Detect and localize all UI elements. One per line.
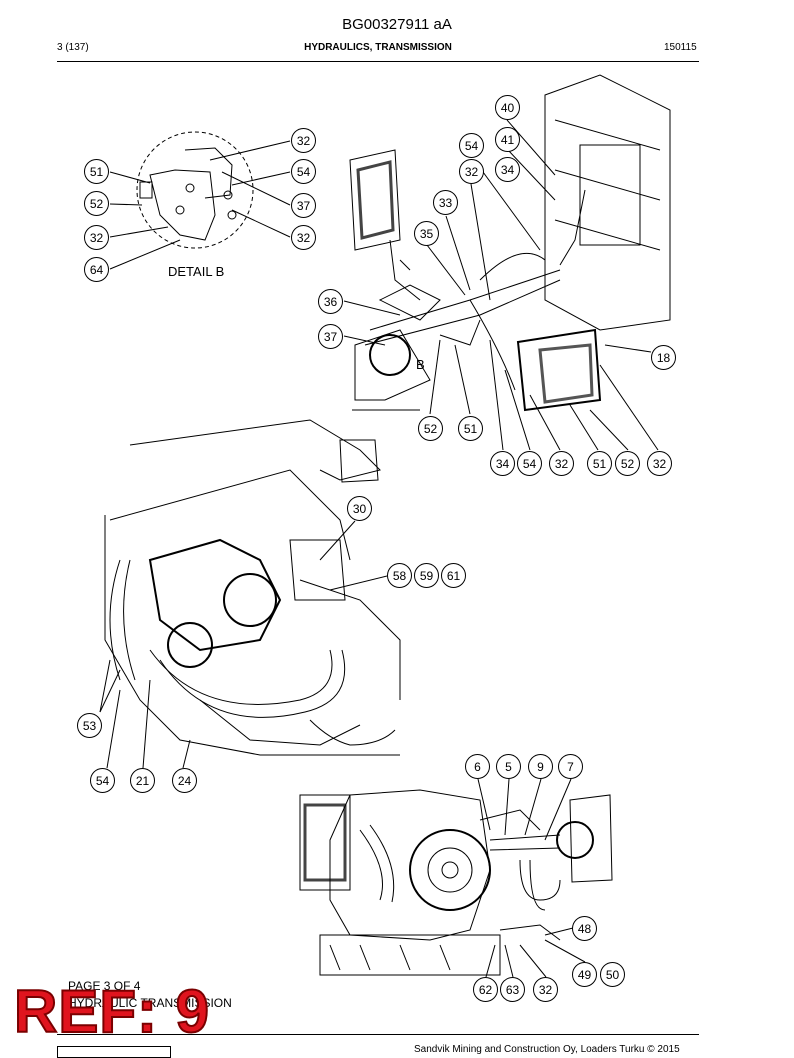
transmission-drawing — [299, 778, 613, 978]
date-code: 150115 — [664, 42, 697, 53]
callout-bubble: 51 — [458, 416, 483, 441]
callout-bubble: 32 — [549, 451, 574, 476]
callout-bubble: 34 — [495, 157, 520, 182]
callout-bubble: 52 — [615, 451, 640, 476]
callout-bubble: 50 — [600, 962, 625, 987]
callout-bubble: 54 — [459, 133, 484, 158]
callout-bubble: 59 — [414, 563, 439, 588]
callout-bubble: 32 — [291, 225, 316, 250]
callout-bubble: 52 — [418, 416, 443, 441]
callout-bubble: 32 — [84, 225, 109, 250]
callout-bubble: 7 — [558, 754, 583, 779]
callout-bubble: 40 — [495, 95, 520, 120]
callout-bubble: 30 — [347, 496, 372, 521]
callout-bubble: 51 — [84, 159, 109, 184]
callout-bubble: 18 — [651, 345, 676, 370]
callout-bubble: 35 — [414, 221, 439, 246]
callout-bubble: 52 — [84, 191, 109, 216]
section-title: HYDRAULICS, TRANSMISSION — [304, 42, 452, 53]
callout-bubble: 48 — [572, 916, 597, 941]
pump-assembly-drawing — [99, 419, 401, 769]
callout-bubble: 63 — [500, 977, 525, 1002]
detail-b-label: DETAIL B — [168, 264, 225, 279]
document-title: BG00327911 aA — [342, 16, 452, 33]
callout-bubble: 54 — [90, 768, 115, 793]
callout-bubble: 5 — [496, 754, 521, 779]
callout-bubble: 32 — [647, 451, 672, 476]
callout-bubble: 37 — [318, 324, 343, 349]
callout-bubble: 34 — [490, 451, 515, 476]
callout-bubble: 58 — [387, 563, 412, 588]
callout-bubble: 37 — [291, 193, 316, 218]
footer-logo-box — [57, 1046, 171, 1058]
callout-bubble: 33 — [433, 190, 458, 215]
reference-stamp: REF: 9 — [13, 978, 211, 1045]
header-rule — [57, 61, 699, 62]
callout-bubble: 24 — [172, 768, 197, 793]
cooler-assembly-drawing — [343, 74, 671, 451]
page-subtitle: HYDRAULIC TRANSMISSION — [68, 996, 232, 1010]
callout-bubble: 54 — [517, 451, 542, 476]
detail-b-drawing — [109, 131, 291, 270]
callout-bubble: 32 — [291, 128, 316, 153]
callout-bubble: 36 — [318, 289, 343, 314]
callout-bubble: 49 — [572, 962, 597, 987]
callout-bubble: 64 — [84, 257, 109, 282]
callout-bubble: 61 — [441, 563, 466, 588]
callout-bubble: 21 — [130, 768, 155, 793]
page-count: PAGE 3 OF 4 — [68, 979, 141, 993]
callout-bubble: 9 — [528, 754, 553, 779]
callout-bubble: 6 — [465, 754, 490, 779]
callout-bubble: 54 — [291, 159, 316, 184]
callout-bubble: 32 — [459, 159, 484, 184]
callout-bubble: 53 — [77, 713, 102, 738]
callout-bubble: 41 — [495, 127, 520, 152]
copyright-text: Sandvik Mining and Construction Oy, Load… — [414, 1044, 680, 1055]
page-reference: 3 (137) — [57, 42, 89, 53]
callout-bubble: 62 — [473, 977, 498, 1002]
footer-rule — [57, 1034, 699, 1035]
callout-bubble: 51 — [587, 451, 612, 476]
view-b-marker: B — [416, 357, 425, 372]
callout-bubble: 32 — [533, 977, 558, 1002]
